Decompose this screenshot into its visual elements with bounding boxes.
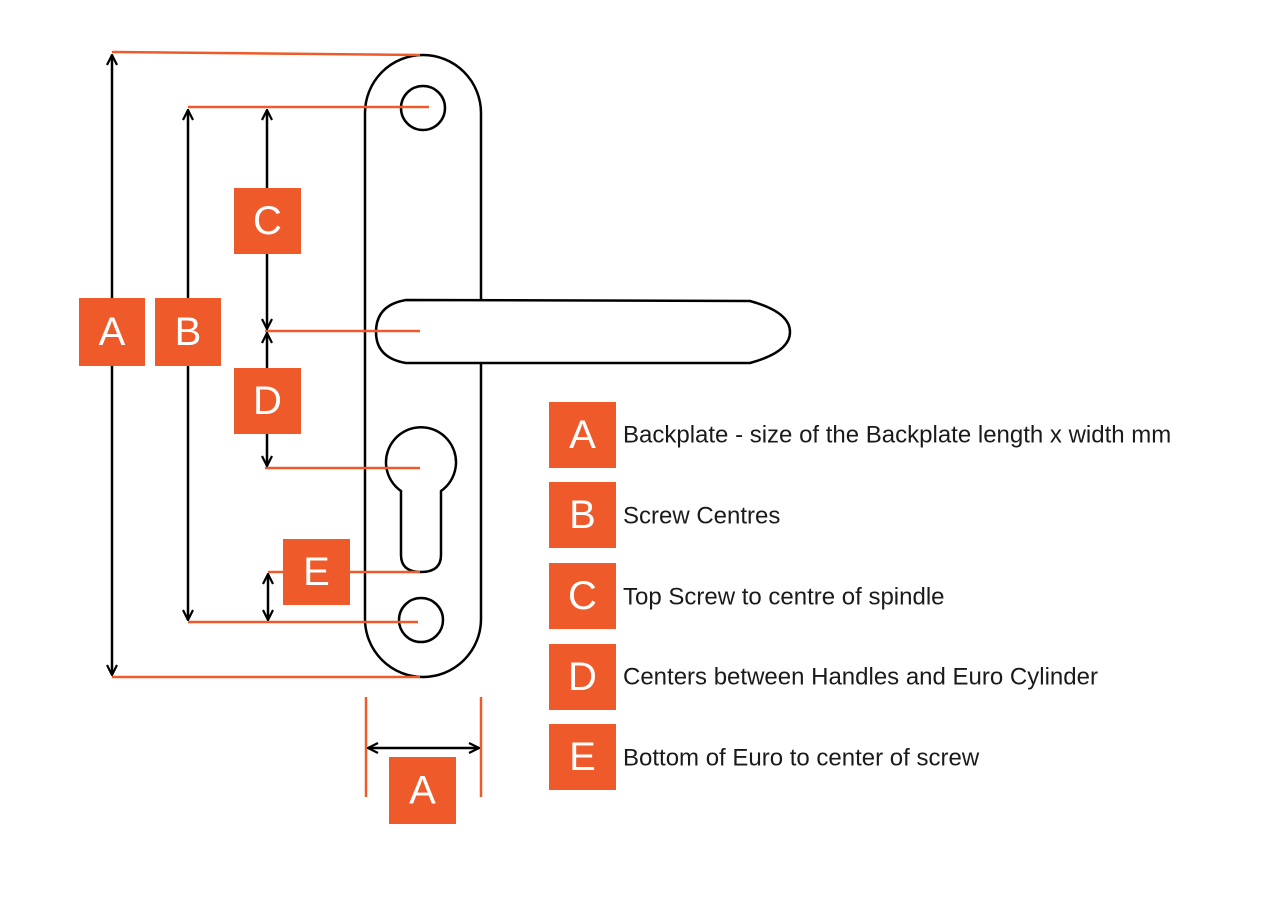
euro-cylinder-keyhole [384, 426, 458, 574]
svg-text:B: B [175, 310, 202, 354]
svg-text:Centers between Handles and Eu: Centers between Handles and Euro Cylinde… [623, 664, 1098, 691]
legend-item-b: B Screw Centres [549, 482, 780, 548]
svg-text:D: D [253, 379, 282, 423]
svg-text:Bottom of Euro to center of sc: Bottom of Euro to center of screw [623, 745, 980, 772]
svg-text:Screw Centres: Screw Centres [623, 503, 780, 530]
svg-text:A: A [569, 413, 596, 457]
svg-text:C: C [568, 574, 597, 618]
legend-item-a: A Backplate - size of the Backplate leng… [549, 402, 1171, 468]
svg-text:Top Screw to centre of spindle: Top Screw to centre of spindle [623, 584, 945, 611]
svg-text:E: E [569, 735, 596, 779]
bottom-screw-hole [397, 596, 445, 644]
badge-e-euro: E [283, 539, 350, 605]
svg-text:Backplate - size of the Backpl: Backplate - size of the Backplate length… [623, 422, 1171, 449]
svg-text:A: A [99, 310, 126, 354]
legend-item-c: C Top Screw to centre of spindle [549, 563, 945, 629]
legend-item-d: D Centers between Handles and Euro Cylin… [549, 644, 1098, 710]
badge-b-screw-centres: B [155, 298, 221, 366]
svg-text:D: D [568, 655, 597, 699]
svg-text:B: B [569, 493, 596, 537]
svg-text:E: E [303, 550, 330, 594]
badge-a-height: A [79, 298, 145, 366]
svg-text:A: A [409, 769, 436, 813]
backplate [363, 53, 483, 679]
svg-text:C: C [253, 199, 282, 243]
badge-a-width: A [389, 757, 456, 824]
handle-lever [374, 298, 792, 365]
legend: A Backplate - size of the Backplate leng… [549, 402, 1171, 790]
legend-item-e: E Bottom of Euro to center of screw [549, 724, 980, 790]
badge-c-spindle: C [234, 188, 301, 254]
badge-d-cylinder: D [234, 368, 301, 434]
